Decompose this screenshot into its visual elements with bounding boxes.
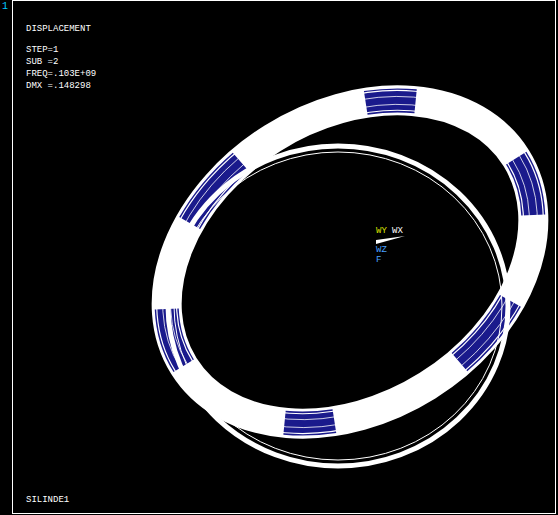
undeformed-shape	[168, 146, 508, 466]
axis-label: WY	[376, 226, 387, 237]
deformed-shape	[93, 21, 558, 504]
model-title: SILINDE1	[26, 495, 69, 506]
step-info: STEP=1	[26, 45, 58, 56]
axis-label: F	[376, 255, 381, 266]
undeformed-shape	[174, 152, 502, 460]
substep-info: SUB =2	[26, 57, 58, 68]
window-number: 1	[2, 1, 8, 12]
axis-label: WZ	[376, 245, 387, 256]
plot-type: DISPLACEMENT	[26, 24, 91, 35]
frequency-info: FREQ=.103E+09	[26, 69, 96, 80]
triad-arrow	[376, 236, 405, 244]
axis-label: WX	[392, 226, 403, 237]
max-displacement: DMX =.148298	[26, 81, 91, 92]
